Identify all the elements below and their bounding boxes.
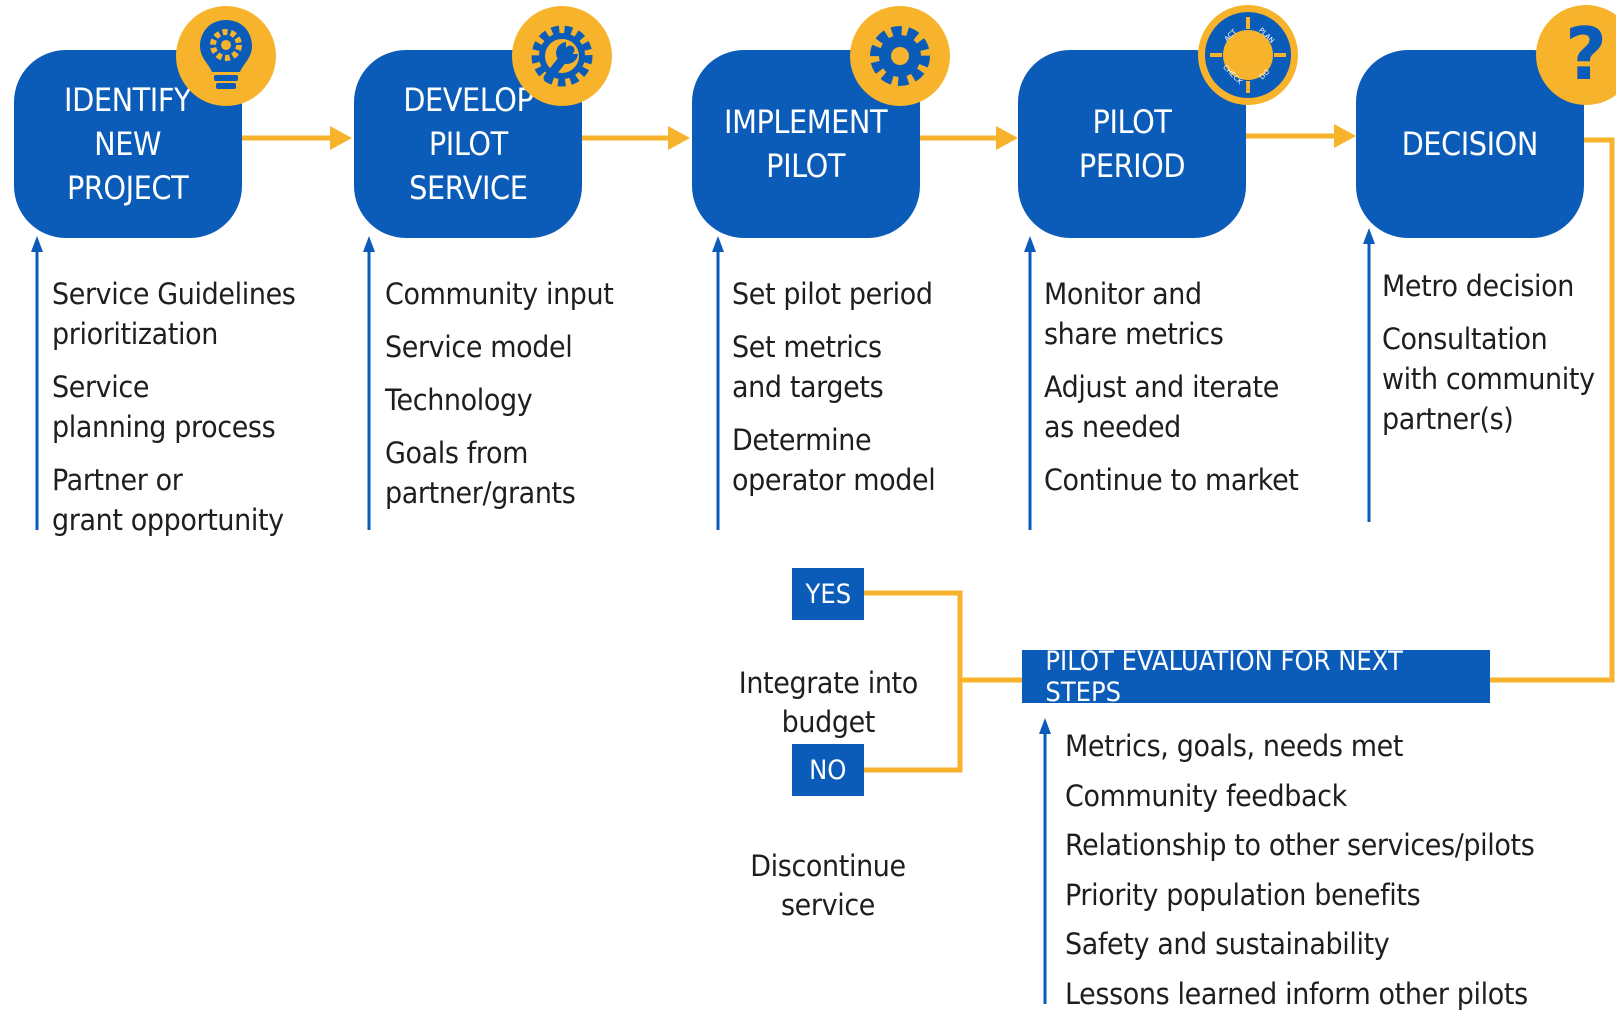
- stage-title: IDENTIFY NEW PROJECT: [64, 78, 191, 210]
- note-item: Metro decision: [1382, 266, 1595, 306]
- note-item: Community input: [385, 274, 613, 314]
- evaluation-title: PILOT EVALUATION FOR NEXT STEPS: [1045, 646, 1466, 708]
- lightbulb-gear-icon: [176, 6, 276, 106]
- input-arrowhead-evaluation: [1039, 718, 1051, 734]
- outcome-no-caption: Discontinue service: [696, 808, 960, 925]
- gear-wrench-icon: [512, 6, 612, 106]
- note-item: Continue to market: [1044, 460, 1299, 500]
- flow-arrowhead-4: [1334, 124, 1356, 148]
- note-item: Service planning process: [52, 367, 295, 447]
- note-item: Monitor and share metrics: [1044, 274, 1299, 354]
- flow-arrowhead-3: [996, 126, 1018, 150]
- plan-do-check-act-cycle-icon: ACT PLAN CHECK DO: [1198, 5, 1298, 105]
- stage-notes-4: Monitor and share metrics Adjust and ite…: [1044, 274, 1318, 513]
- note-item: Service Guidelines prioritization: [52, 274, 295, 354]
- input-arrowhead-2: [363, 236, 375, 252]
- stage-notes-3: Set pilot period Set metrics and targets…: [732, 274, 951, 513]
- input-arrowhead-1: [31, 236, 43, 252]
- outcome-yes-badge: YES: [792, 568, 864, 620]
- stage-title: IMPLEMENT PILOT: [724, 100, 887, 188]
- stage-notes-1: Service Guidelines prioritization Servic…: [52, 274, 314, 553]
- outcome-yes-caption-text: Integrate into budget: [738, 664, 917, 742]
- stage-title: DEVELOP PILOT SERVICE: [403, 78, 533, 210]
- stage-title: PILOT PERIOD: [1079, 100, 1185, 188]
- outcome-yes-caption: Integrate into budget: [720, 625, 936, 742]
- note-item: Set pilot period: [732, 274, 935, 314]
- flow-arrowhead-2: [668, 126, 690, 150]
- note-item: Determine operator model: [732, 420, 935, 500]
- criteria-item: Metrics, goals, needs met: [1065, 722, 1534, 772]
- note-item: Consultation with community partner(s): [1382, 319, 1595, 439]
- evaluation-criteria-list: Metrics, goals, needs met Community feed…: [1065, 722, 1570, 1019]
- outcome-no-label: NO: [809, 755, 846, 786]
- note-item: Adjust and iterate as needed: [1044, 367, 1299, 447]
- gear-icon: [850, 6, 950, 106]
- criteria-item: Priority population benefits: [1065, 871, 1534, 921]
- input-arrowhead-4: [1024, 236, 1036, 252]
- input-arrowhead-5: [1363, 228, 1375, 244]
- stage-title: DECISION: [1402, 122, 1538, 166]
- outcome-no-badge: NO: [792, 744, 864, 796]
- input-arrowhead-3: [712, 236, 724, 252]
- stage-notes-2: Community input Service model Technology…: [385, 274, 631, 526]
- note-item: Goals from partner/grants: [385, 433, 613, 513]
- criteria-item: Community feedback: [1065, 772, 1534, 822]
- note-item: Technology: [385, 380, 613, 420]
- note-item: Partner or grant opportunity: [52, 460, 295, 540]
- criteria-item: Relationship to other services/pilots: [1065, 821, 1534, 871]
- outcome-no-caption-text: Discontinue service: [705, 847, 951, 925]
- criteria-item: Safety and sustainability: [1065, 920, 1534, 970]
- stage-notes-5: Metro decision Consultation with communi…: [1382, 266, 1611, 452]
- note-item: Service model: [385, 327, 613, 367]
- outcome-yes-label: YES: [805, 579, 851, 610]
- note-item: Set metrics and targets: [732, 327, 935, 407]
- pilot-evaluation-banner: PILOT EVALUATION FOR NEXT STEPS: [1022, 650, 1490, 703]
- flow-arrowhead-1: [330, 126, 352, 150]
- svg-text:?: ?: [1565, 15, 1607, 95]
